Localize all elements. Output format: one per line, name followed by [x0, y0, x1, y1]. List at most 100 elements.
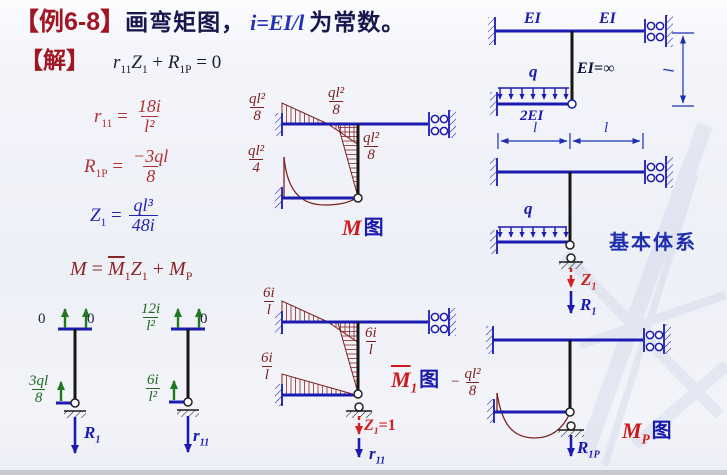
fixed-support	[490, 158, 498, 186]
support-hatch	[177, 410, 199, 417]
unit-displacement-label: Z1=1	[364, 417, 396, 438]
shear-value: 12i l²	[141, 301, 161, 335]
span-length-label: l	[604, 120, 609, 136]
span-dimension	[497, 133, 644, 149]
load-label: q	[524, 199, 533, 218]
moment-region	[281, 102, 329, 125]
moment-value-zero: 0	[87, 311, 95, 327]
shear-value: 6i l²	[145, 372, 161, 406]
fixed-support	[275, 384, 283, 406]
fixed-support	[487, 399, 495, 423]
solution-line: 【解】 r11Z1 + R1P = 0	[20, 47, 222, 76]
stiffness-label: 2EI	[520, 108, 544, 124]
roller-support	[643, 324, 671, 354]
hinge	[353, 389, 363, 399]
title-text: 画弯矩图，	[125, 9, 246, 35]
reaction-label-R1P: R1P	[577, 438, 600, 461]
hinge	[567, 99, 577, 109]
m-diagram-panel	[275, 102, 456, 209]
hinge	[183, 397, 193, 407]
canonical-equation: r11Z1 + R1P = 0	[113, 52, 222, 76]
moment-region	[281, 373, 357, 396]
moment-region	[337, 322, 360, 394]
fixed-support	[486, 326, 494, 354]
right-member-diagram	[169, 308, 205, 453]
moment-value-negative: − ql² 8	[451, 366, 484, 399]
moment-value: ql² 4	[248, 143, 265, 177]
moment-region	[281, 300, 329, 323]
reaction-label-r11: r11	[369, 444, 386, 467]
support-hatch	[558, 430, 584, 437]
equation-R1P-lhs: R1P =	[84, 156, 124, 181]
equation-R1P: R1P = −3ql 8	[84, 146, 171, 187]
structure-panel	[488, 15, 694, 149]
page-title: 【例6-8】 画弯矩图， i=EI/l 为常数。	[14, 8, 405, 36]
m1-diagram-panel	[275, 300, 456, 458]
mp-diagram-panel	[486, 324, 671, 457]
height-length-label: l	[661, 68, 678, 73]
moment-region	[337, 124, 360, 198]
bottom-bar	[0, 470, 727, 475]
title-math: i=EI/l	[250, 10, 305, 35]
load-label: q	[529, 62, 538, 81]
hinge	[565, 240, 575, 250]
fraction: 18i l²	[137, 96, 161, 137]
fraction: −3ql 8	[133, 146, 169, 187]
moment-parabola	[283, 156, 359, 206]
mp-diagram-title: MP 图	[622, 418, 672, 447]
m-diagram-title: M 图	[342, 215, 384, 240]
basic-system-panel	[490, 156, 673, 314]
stiffness-label: EI	[524, 10, 541, 27]
moment-value: 6i l	[263, 285, 275, 319]
moment-value: ql² 8	[328, 85, 345, 119]
moment-value: ql² 8	[249, 91, 266, 125]
distributed-load	[497, 87, 569, 100]
left-member-diagram	[56, 308, 92, 454]
fixed-support	[490, 230, 498, 254]
support-hatch	[64, 411, 86, 418]
equation-r11: r11 = 18i l²	[94, 96, 164, 137]
reaction-label-R1: R1	[84, 423, 101, 446]
fraction: ql³ 48i	[128, 195, 158, 236]
fixed-support	[488, 17, 496, 45]
fixed-support	[490, 92, 498, 116]
reaction-label-r11: r11	[193, 426, 210, 449]
span-length-label: l	[533, 120, 538, 136]
fixed-support	[275, 187, 283, 209]
fraction: ql² 8	[464, 366, 481, 400]
equation-Z1: Z1 = ql³ 48i	[90, 195, 158, 236]
solution-tag: 【解】	[20, 47, 89, 73]
stiffness-label: EI	[599, 10, 616, 27]
support-pin	[354, 402, 364, 412]
distributed-load	[497, 226, 569, 238]
moment-value-zero: 0	[200, 311, 208, 327]
hinge	[565, 407, 575, 417]
moment-value: ql² 8	[363, 130, 380, 164]
moment-value-zero: 0	[38, 311, 46, 327]
member-forces-panel	[56, 308, 205, 454]
basic-system-caption: 基本体系	[609, 232, 697, 254]
roller-support	[644, 15, 673, 47]
moment-value: 6i l	[365, 325, 377, 359]
title-tail: 为常数。	[309, 9, 406, 35]
height-dimension	[672, 32, 694, 107]
example-tag: 【例6-8】	[14, 8, 126, 36]
moment-parabola	[496, 392, 571, 439]
background-watermark	[561, 122, 727, 467]
equation-superposition: M = M1Z1 + MP	[70, 258, 193, 283]
hinge	[70, 398, 80, 408]
m1-diagram-title: M1 图	[391, 367, 440, 396]
support-pin	[566, 421, 576, 431]
equation-r11-lhs: r11 =	[94, 106, 128, 131]
shear-value: 3ql 8	[29, 373, 49, 407]
moment-value: 6i l	[261, 350, 273, 384]
equation-Z1-lhs: Z1 =	[90, 205, 122, 230]
support-hatch	[346, 411, 372, 418]
rigid-member-label: EI=∞	[577, 60, 615, 77]
support-hatch	[559, 262, 583, 269]
reaction-label-R1: R1	[580, 295, 597, 318]
support-pin	[566, 253, 576, 263]
roller-support	[644, 156, 673, 188]
roller-support	[428, 308, 456, 336]
